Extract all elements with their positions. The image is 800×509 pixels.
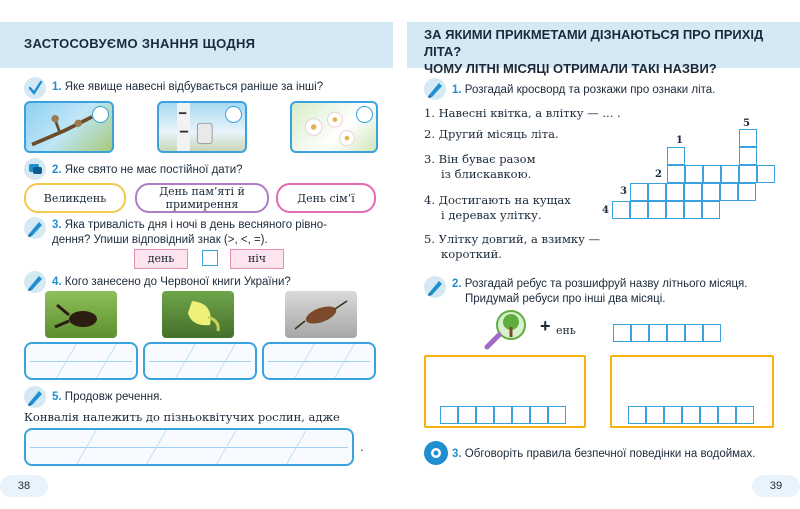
crossword-number-1: 1 (676, 135, 683, 146)
pencil-icon (424, 276, 446, 298)
box2-answer-cell[interactable] (664, 406, 682, 424)
page-number-right: 39 (752, 475, 800, 497)
crossword-cell[interactable] (684, 201, 702, 219)
crossword-cell[interactable] (667, 165, 685, 183)
box1-answer-cell[interactable] (530, 406, 548, 424)
rebus-task-question: 2. Розгадай ребус та розшифруй назву літ… (452, 278, 748, 305)
clue-2: 2. Другий місяць літа. (424, 127, 559, 141)
box2-answer-cell[interactable] (646, 406, 664, 424)
crossword-cell[interactable] (757, 165, 775, 183)
sign-input-box[interactable] (202, 250, 218, 266)
discuss-icon (24, 158, 46, 180)
crossword-cell[interactable] (738, 183, 756, 201)
crossword-number-2: 2 (655, 169, 662, 180)
crossword-cell[interactable] (721, 165, 739, 183)
rebus-answer-cell[interactable] (649, 324, 667, 342)
crossword-cell[interactable] (612, 201, 630, 219)
photo-butterfly (162, 291, 234, 338)
answer-circle[interactable] (356, 106, 373, 123)
left-page-title: ЗАСТОСОВУЄМО ЗНАННЯ ЩОДНЯ (24, 36, 256, 51)
sentence-end-dot: . (360, 440, 364, 454)
rebus-answer-cell[interactable] (703, 324, 721, 342)
task5-question: 5. Продовж речення. (52, 391, 163, 403)
option-remembrance-day[interactable]: День пам’яті й примирення (135, 183, 269, 213)
crossword-task-question: 1. Розгадай кросворд та розкажи про озна… (452, 84, 716, 96)
crossword-cell[interactable] (684, 183, 702, 201)
answer-field-2[interactable] (143, 342, 257, 380)
page-number-left: 38 (0, 475, 48, 497)
magnifier-tree-icon (481, 307, 529, 353)
rebus-answer-cell[interactable] (667, 324, 685, 342)
crossword-cell[interactable] (720, 183, 738, 201)
box1-answer-cell[interactable] (494, 406, 512, 424)
crossword-cell[interactable] (739, 129, 757, 147)
crossword-cell[interactable] (666, 201, 684, 219)
crossword-cell[interactable] (702, 183, 720, 201)
crossword-number-4: 4 (602, 205, 609, 216)
crossword-cell[interactable] (666, 183, 684, 201)
box2-answer-cell[interactable] (718, 406, 736, 424)
task5-sentence: Конвалія належить до пізньоквітучих росл… (24, 410, 340, 424)
crossword-number-3: 3 (620, 186, 627, 197)
rebus-answer-cell[interactable] (613, 324, 631, 342)
box1-answer-cell[interactable] (512, 406, 530, 424)
answer-field-1[interactable] (24, 342, 138, 380)
box2-answer-cell[interactable] (736, 406, 754, 424)
photo-stag-beetle (45, 291, 117, 338)
box1-answer-cell[interactable] (440, 406, 458, 424)
night-label: ніч (230, 249, 284, 269)
photo-buds (24, 101, 114, 153)
rebus-answer-cell[interactable] (685, 324, 703, 342)
answer-circle[interactable] (225, 106, 242, 123)
pencil-icon (424, 78, 446, 100)
photo-blossom (290, 101, 378, 153)
crossword-cell[interactable] (667, 147, 685, 165)
task4-question: 4. Кого занесено до Червоної книги Украї… (52, 276, 291, 288)
crossword-cell[interactable] (630, 201, 648, 219)
crossword-cell[interactable] (648, 201, 666, 219)
box2-answer-cell[interactable] (700, 406, 718, 424)
task1-question: 1. Яке явище навесні відбувається раніше… (52, 81, 324, 93)
crossword-cell[interactable] (648, 183, 666, 201)
photo-insect (285, 291, 357, 338)
box1-answer-cell[interactable] (458, 406, 476, 424)
rebus-suffix: ень (556, 324, 576, 337)
photo-birch-sap (157, 101, 247, 153)
rebus-plus: + (540, 316, 551, 336)
option-easter[interactable]: Великдень (24, 183, 126, 213)
day-label: день (134, 249, 188, 269)
sentence-answer-field[interactable] (24, 428, 354, 466)
option-family-day[interactable]: День сім’ї (276, 183, 376, 213)
pencil-icon (24, 386, 46, 408)
checkmark-icon (24, 77, 46, 99)
pencil-icon (24, 217, 46, 239)
discussion-icon (424, 441, 448, 465)
box2-answer-cell[interactable] (682, 406, 700, 424)
box2-answer-cell[interactable] (628, 406, 646, 424)
rebus-answer-cell[interactable] (631, 324, 649, 342)
box1-answer-cell[interactable] (476, 406, 494, 424)
crossword-number-5: 5 (743, 118, 750, 129)
pencil-icon (24, 271, 46, 293)
answer-field-3[interactable] (262, 342, 376, 380)
crossword-cell[interactable] (739, 147, 757, 165)
task2-question: 2. Яке свято не має постійної дати? (52, 164, 243, 176)
answer-circle[interactable] (92, 106, 109, 123)
right-page-title: ЗА ЯКИМИ ПРИКМЕТАМИ ДІЗНАЮТЬСЯ ПРО ПРИХІ… (424, 27, 764, 76)
box1-answer-cell[interactable] (548, 406, 566, 424)
right-header-band (407, 22, 800, 68)
task3-question: 3. Яка тривалість дня і ночі в день весн… (52, 219, 327, 246)
crossword-cell[interactable] (703, 165, 721, 183)
crossword-cell[interactable] (739, 165, 757, 183)
clue-5: 5. Улітку довгий, а взимку —короткий. (424, 232, 601, 261)
crossword-cell[interactable] (685, 165, 703, 183)
water-safety-task: 3. Обговоріть правила безпечної поведінк… (452, 448, 756, 460)
clue-1: 1. Навесні квітка, а влітку — ... . (424, 106, 621, 120)
crossword-cell[interactable] (630, 183, 648, 201)
left-header-band (0, 22, 393, 68)
crossword-cell[interactable] (702, 201, 720, 219)
